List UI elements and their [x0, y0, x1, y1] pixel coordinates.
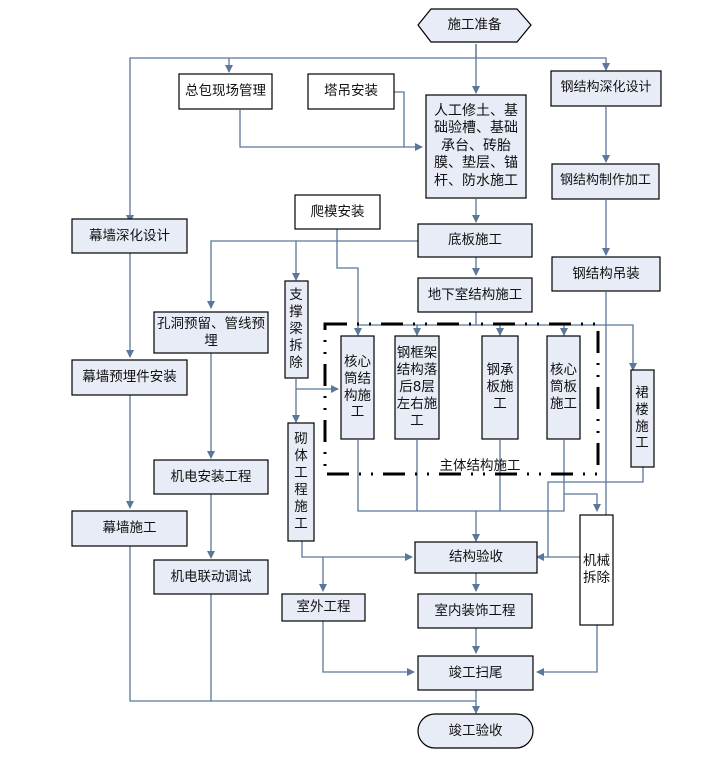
curtain-embed-label: 幕墙预埋件安装 — [82, 369, 177, 386]
core-slab-label: 核心筒板施工 — [550, 362, 577, 412]
podium-box[interactable] — [630, 369, 655, 468]
completion-box[interactable] — [417, 655, 534, 691]
exterior-label: 室外工程 — [296, 599, 351, 616]
steel-design-label: 钢结构深化设计 — [560, 80, 652, 96]
connectors — [126, 44, 644, 714]
climbing-form-label: 爬模安装 — [310, 203, 365, 220]
struct-accept-label: 结构验收 — [449, 549, 503, 566]
basement-label: 地下室结构施工 — [427, 286, 523, 303]
start-node-label: 施工准备 — [447, 17, 502, 34]
steel-hoist-label: 钢结构吊装 — [572, 265, 640, 282]
mep-install-box[interactable] — [153, 459, 269, 495]
end-node-label: 竣工验收 — [448, 722, 503, 739]
interior-box[interactable] — [417, 593, 533, 629]
exterior-box[interactable] — [281, 593, 366, 622]
curtain-wall-label: 幕墙施工 — [102, 520, 157, 537]
start-node-shape[interactable] — [417, 8, 532, 43]
tower-crane-label: 塔吊安装 — [324, 83, 378, 100]
curtain-design-label: 幕墙深化设计 — [89, 227, 170, 244]
support-removal-label: 支撑梁拆除 — [289, 287, 303, 371]
curtain-embed-box[interactable] — [71, 359, 188, 396]
earthwork-box[interactable] — [425, 94, 527, 199]
basement-box[interactable] — [417, 277, 533, 313]
steel-frame-box[interactable] — [394, 335, 440, 440]
steel-fab-label: 钢结构制作加工 — [559, 173, 651, 189]
steel-design-box[interactable] — [550, 70, 662, 107]
holes-pipes-label: 孔洞预留、管线预埋 — [157, 315, 265, 349]
general-mgmt-box[interactable] — [178, 73, 273, 110]
steel-fab-box[interactable] — [551, 163, 660, 200]
completion-label: 竣工扫尾 — [448, 664, 503, 681]
base-slab-label: 底板施工 — [448, 232, 502, 249]
core-tube-box[interactable] — [340, 335, 375, 440]
curtain-wall-box[interactable] — [71, 510, 188, 547]
mech-removal-box[interactable] — [579, 514, 614, 626]
steel-hoist-box[interactable] — [551, 256, 661, 292]
struct-accept-box[interactable] — [414, 541, 538, 574]
core-slab-box[interactable] — [546, 335, 581, 440]
steel-deck-label: 钢承板施工 — [486, 362, 514, 412]
base-slab-box[interactable] — [417, 223, 533, 258]
holes-pipes-box[interactable] — [153, 311, 269, 354]
masonry-label: 砌体工程施工 — [294, 431, 308, 532]
main-structure-group-label: 主体结构施工 — [439, 457, 521, 474]
end-node-shape[interactable] — [417, 713, 534, 749]
masonry-box[interactable] — [287, 422, 315, 542]
support-removal-box[interactable] — [284, 280, 309, 379]
tower-crane-box[interactable] — [307, 73, 395, 110]
podium-label: 裙楼施工 — [635, 384, 649, 452]
climbing-form-box[interactable] — [294, 194, 381, 230]
mep-install-label: 机电安装工程 — [170, 468, 252, 485]
curtain-design-box[interactable] — [71, 218, 188, 254]
core-tube-label: 核心筒结构施工 — [344, 353, 371, 421]
mep-commission-box[interactable] — [153, 559, 269, 595]
steel-frame-label: 钢框架结构落后8层左右施工 — [396, 345, 438, 429]
earthwork-label: 人工修土、基础验槽、基础承台、砖胎膜、垫层、锚杆、防水施工 — [434, 102, 518, 189]
interior-label: 室内装饰工程 — [434, 602, 516, 619]
main-structure-group-border — [323, 322, 600, 476]
general-mgmt-label: 总包现场管理 — [185, 83, 266, 100]
mech-removal-label: 机械拆除 — [583, 553, 610, 586]
mep-commission-label: 机电联动调试 — [170, 568, 252, 585]
steel-deck-box[interactable] — [481, 335, 519, 440]
